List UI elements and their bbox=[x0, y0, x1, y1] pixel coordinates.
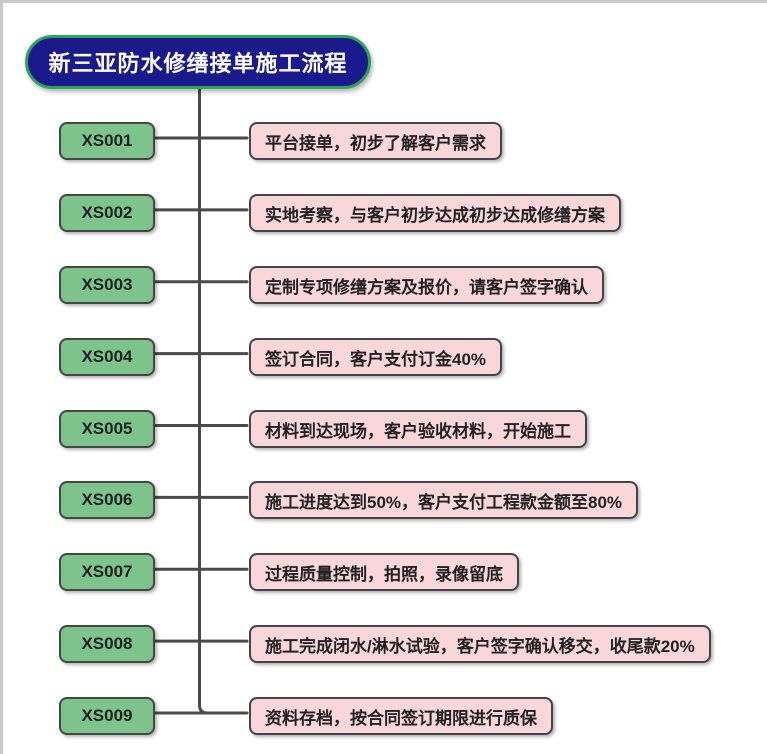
step-code-text: XS003 bbox=[81, 275, 133, 294]
step-label-text: 过程质量控制，拍照，录像留底 bbox=[265, 564, 503, 584]
step-code-node[interactable]: XS002 bbox=[59, 194, 155, 232]
step-label-node[interactable]: 施工进度达到50%，客户支付工程款金额至80% bbox=[249, 481, 639, 519]
step-label-text: 实地考察，与客户初步达成初步达成修缮方案 bbox=[265, 205, 605, 225]
step-label-text: 签订合同，客户支付订金40% bbox=[265, 349, 487, 369]
step-code-text: XS005 bbox=[81, 419, 133, 438]
step-label-node[interactable]: 平台接单，初步了解客户需求 bbox=[249, 122, 502, 160]
step-code-text: XS006 bbox=[81, 490, 133, 509]
step-code-node[interactable]: XS007 bbox=[59, 553, 155, 591]
step-label-text: 定制专项修缮方案及报价，请客户签字确认 bbox=[265, 277, 588, 297]
step-code-text: XS001 bbox=[81, 131, 133, 150]
step-code-text: XS002 bbox=[81, 203, 133, 222]
step-label-text: 资料存档，按合同签订期限进行质保 bbox=[265, 708, 537, 728]
step-code-node[interactable]: XS001 bbox=[59, 122, 155, 160]
step-code-node[interactable]: XS005 bbox=[59, 410, 155, 448]
step-code-node[interactable]: XS006 bbox=[59, 481, 155, 519]
step-label-node[interactable]: 过程质量控制，拍照，录像留底 bbox=[249, 553, 519, 591]
step-code-node[interactable]: XS008 bbox=[59, 625, 155, 663]
step-label-node[interactable]: 实地考察，与客户初步达成初步达成修缮方案 bbox=[249, 194, 621, 232]
step-label-node[interactable]: 材料到达现场，客户验收材料，开始施工 bbox=[249, 410, 587, 448]
step-code-node[interactable]: XS003 bbox=[59, 266, 155, 304]
step-label-text: 施工进度达到50%，客户支付工程款金额至80% bbox=[265, 492, 623, 512]
step-label-node[interactable]: 签订合同，客户支付订金40% bbox=[249, 338, 503, 376]
step-code-text: XS007 bbox=[81, 562, 133, 581]
step-code-node[interactable]: XS004 bbox=[59, 338, 155, 376]
step-label-node[interactable]: 资料存档，按合同签订期限进行质保 bbox=[249, 697, 553, 735]
step-label-text: 施工完成闭水/淋水试验，客户签字确认移交，收尾款20% bbox=[265, 636, 695, 656]
flowchart-title-node[interactable]: 新三亚防水修缮接单施工流程 bbox=[25, 35, 371, 89]
step-label-text: 平台接单，初步了解客户需求 bbox=[265, 133, 486, 153]
step-code-text: XS008 bbox=[81, 634, 133, 653]
step-label-node[interactable]: 定制专项修缮方案及报价，请客户签字确认 bbox=[249, 266, 604, 304]
step-label-text: 材料到达现场，客户验收材料，开始施工 bbox=[265, 421, 571, 441]
step-code-text: XS009 bbox=[81, 706, 133, 725]
step-code-node[interactable]: XS009 bbox=[59, 697, 155, 735]
step-label-node[interactable]: 施工完成闭水/淋水试验，客户签字确认移交，收尾款20% bbox=[249, 625, 711, 663]
step-code-text: XS004 bbox=[81, 347, 133, 366]
flowchart-title-text: 新三亚防水修缮接单施工流程 bbox=[48, 51, 348, 76]
